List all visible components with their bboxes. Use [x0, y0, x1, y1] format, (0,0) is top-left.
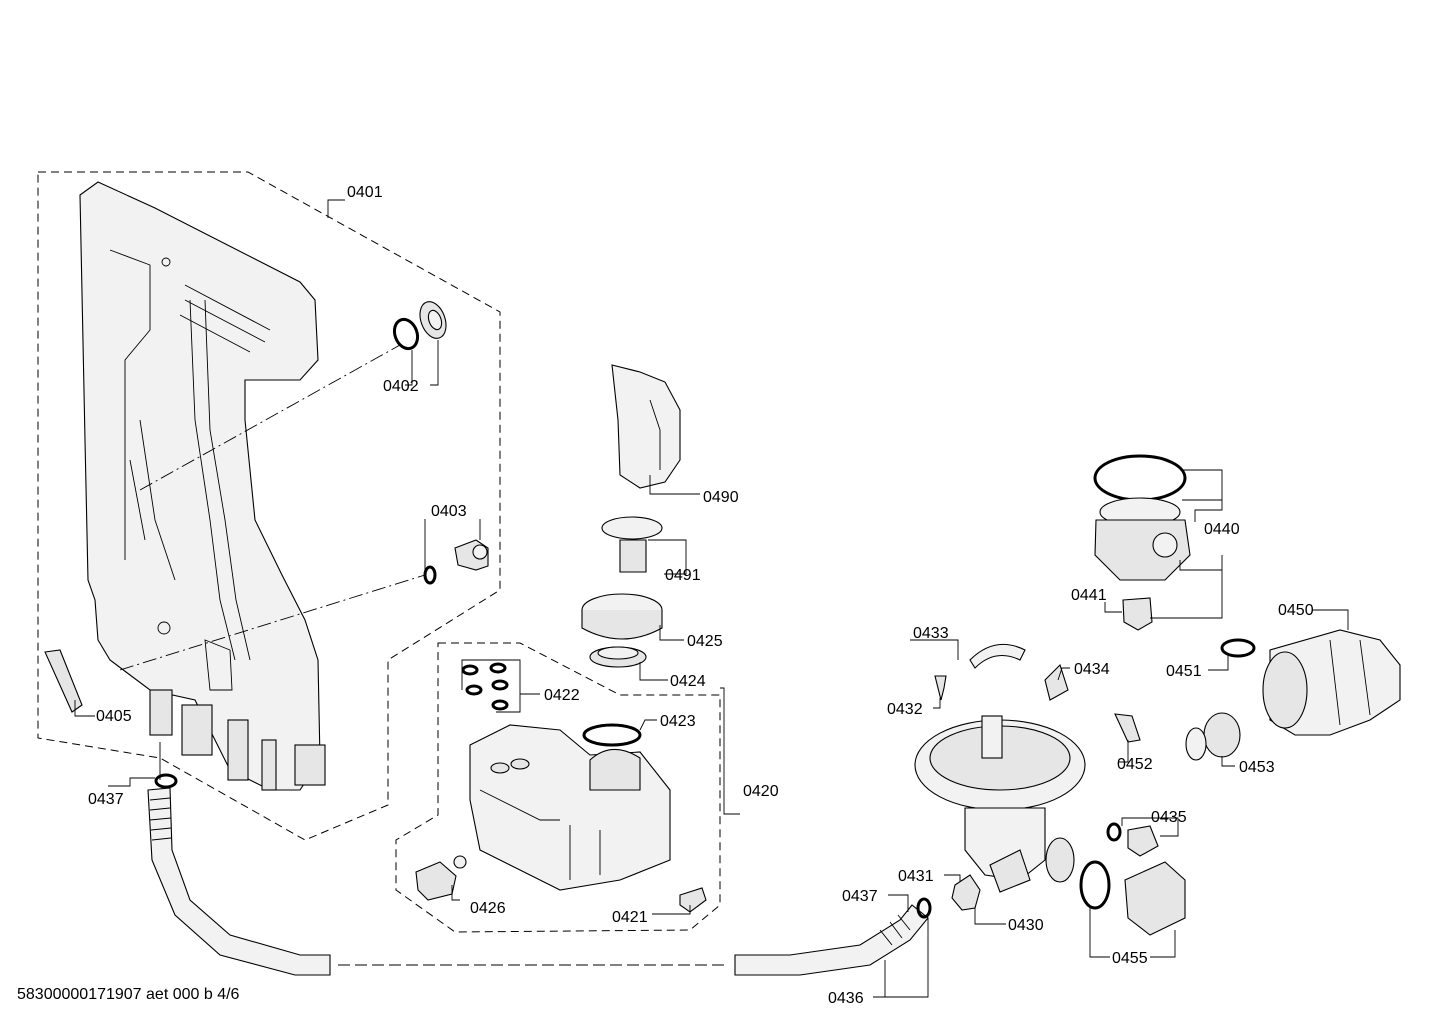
- part-0423-seal: [582, 723, 642, 747]
- part-0405-bracket: [44, 649, 83, 713]
- label-0402: 0402: [383, 378, 419, 395]
- part-0441-impeller: [1122, 597, 1153, 631]
- group-boundary-0401: [37, 171, 501, 841]
- part-0432-screw: [934, 675, 947, 701]
- part-0440-heater-pump-top: [1093, 454, 1191, 581]
- label-0422: 0422: [544, 687, 580, 704]
- label-0453: 0453: [1239, 759, 1275, 776]
- part-0425-cap: [581, 593, 663, 640]
- label-0434: 0434: [1074, 661, 1110, 678]
- label-0452: 0452: [1117, 756, 1153, 773]
- label-0490: 0490: [703, 489, 739, 506]
- part-0491-insert: [601, 516, 663, 573]
- label-0437-right: 0437: [842, 888, 878, 905]
- label-0441: 0441: [1071, 587, 1107, 604]
- part-0426-valve: [415, 855, 467, 901]
- axis-line-0403: [119, 574, 426, 671]
- label-0430: 0430: [1008, 917, 1044, 934]
- part-0436-drain-hose-right: [734, 897, 932, 976]
- part-0431-coupling: [951, 874, 981, 911]
- label-0426: 0426: [470, 900, 506, 917]
- label-0420: 0420: [743, 783, 779, 800]
- part-0403-valve: [423, 539, 489, 585]
- label-0403: 0403: [431, 503, 467, 520]
- part-0434-flap: [1044, 663, 1069, 701]
- part-0430-pump-sump: [914, 715, 1086, 893]
- part-0420-softener: [469, 724, 671, 891]
- label-0455: 0455: [1112, 950, 1148, 967]
- part-0455-drain-pump: [1079, 860, 1186, 936]
- label-0421: 0421: [612, 909, 648, 926]
- label-0491: 0491: [665, 567, 701, 584]
- part-0450-heat-pump: [1262, 629, 1401, 736]
- group-boundary-0420: [395, 642, 721, 933]
- part-0435-sensor: [1106, 822, 1159, 857]
- part-0401-panel: [79, 181, 326, 791]
- part-0490-handle: [649, 399, 661, 470]
- part-0433-bracket: [969, 643, 1026, 669]
- label-0401: 0401: [347, 184, 383, 201]
- label-0423: 0423: [660, 713, 696, 730]
- part-number-labels: 0401 0402 0403 0405 0437 0490 0491 0425 …: [88, 184, 1314, 1007]
- label-0436: 0436: [828, 990, 864, 1007]
- leader-lines: [74, 199, 1349, 998]
- label-0450: 0450: [1278, 602, 1314, 619]
- part-0422-seal-kit: [461, 662, 509, 711]
- axis-line-0402: [139, 344, 401, 491]
- label-0424: 0424: [670, 673, 706, 690]
- part-0490-salt-funnel: [611, 364, 681, 489]
- label-0405: 0405: [96, 708, 132, 725]
- part-0421-clip: [679, 887, 707, 913]
- label-0433: 0433: [913, 625, 949, 642]
- label-0437-left: 0437: [88, 791, 124, 808]
- part-0453-sleeve: [1185, 712, 1241, 761]
- drawing-reference-footer: 58300000171907 aet 000 b 4/6: [17, 986, 240, 1003]
- label-0440: 0440: [1204, 521, 1240, 538]
- part-0452-clip: [1114, 713, 1141, 743]
- part-0424-ring: [589, 646, 647, 668]
- label-0451: 0451: [1166, 663, 1202, 680]
- label-0425: 0425: [687, 633, 723, 650]
- part-0437-drain-hose-left: [147, 773, 331, 976]
- label-0432: 0432: [887, 701, 923, 718]
- label-0431: 0431: [898, 868, 934, 885]
- label-0435: 0435: [1151, 809, 1187, 826]
- part-0402-seal-and-cap: [392, 301, 447, 351]
- part-0451-clamp: [1220, 638, 1256, 658]
